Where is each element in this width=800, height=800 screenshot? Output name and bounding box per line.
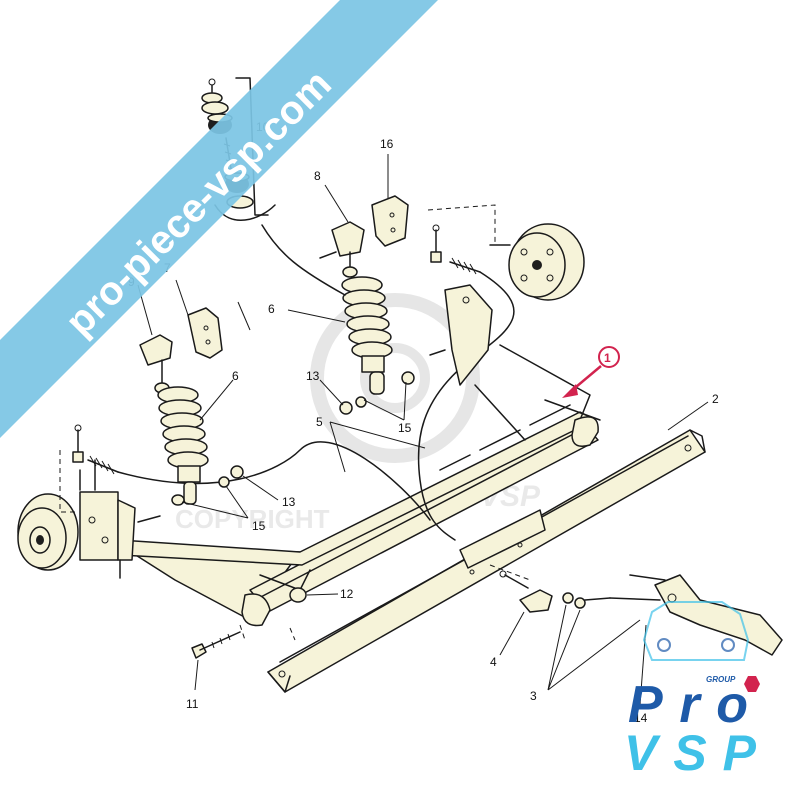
axle-beam-2 — [267, 429, 706, 693]
left-brake-drum — [17, 459, 161, 579]
bolt-11 — [191, 631, 241, 659]
right-shock-absorber — [319, 221, 393, 395]
logo-group-text: GROUP — [706, 675, 736, 684]
watermark-copyright-text: COPYRIGHT — [175, 504, 330, 534]
axle-frame-1 — [119, 344, 601, 641]
nuts-and-washers — [171, 371, 611, 613]
callout-5: 5 — [316, 415, 323, 429]
handbrake-lever-14 — [609, 574, 783, 656]
callout-14: 14 — [634, 711, 648, 725]
logo-vsp-text: VSP — [624, 725, 757, 781]
right-cable — [417, 224, 515, 541]
right-shock-bracket — [429, 284, 526, 441]
banner-text: pro-piece-vsp.com — [57, 62, 340, 345]
callout-12: 12 — [340, 587, 354, 601]
callout-leaders — [137, 154, 709, 706]
callout-8: 8 — [314, 169, 321, 183]
callout-6-left: 6 — [232, 369, 239, 383]
callout-15-left: 15 — [252, 519, 266, 533]
right-brake-drum — [427, 204, 585, 301]
callout-3: 3 — [530, 689, 537, 703]
callout-15-right: 15 — [398, 421, 412, 435]
callout-numbers: 2 3 4 5 6 6 7 8 9 10 11 12 13 13 14 15 1… — [128, 120, 719, 725]
callout-2: 2 — [712, 392, 719, 406]
left-cable-end — [59, 424, 431, 521]
callout-1-highlight: 1 — [562, 346, 620, 398]
callout-1: 1 — [604, 351, 611, 365]
callout-13-left: 13 — [282, 495, 296, 509]
callout-13-right: 13 — [306, 369, 320, 383]
callout-16: 16 — [380, 137, 394, 151]
left-shock-bracket — [187, 307, 223, 359]
callout-4: 4 — [490, 655, 497, 669]
callout-11: 11 — [186, 697, 199, 711]
left-shock-absorber — [139, 334, 209, 505]
right-top-bracket-16 — [371, 195, 409, 247]
logo-pro-text: Pro — [628, 676, 748, 734]
callout-6-right: 6 — [268, 302, 275, 316]
provsp-logo: GROUP Pro VSP — [624, 601, 760, 781]
